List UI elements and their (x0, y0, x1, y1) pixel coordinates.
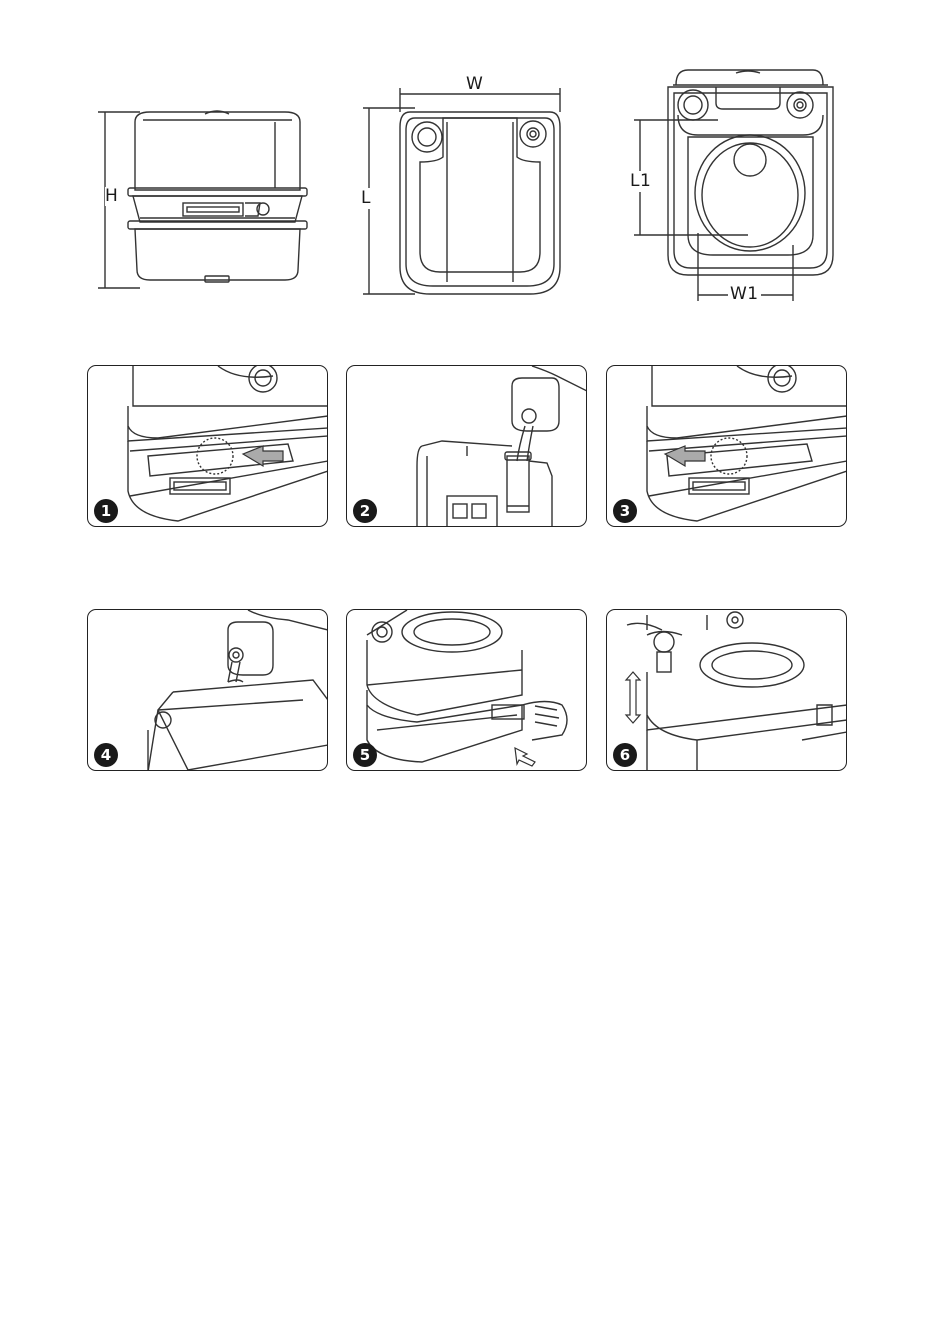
side-view-diagram: H (95, 100, 320, 310)
step-number-3: 3 (613, 499, 637, 523)
step-3-illustration (607, 366, 847, 527)
bottom-view-drawing (355, 72, 570, 302)
height-label: H (105, 187, 118, 206)
top-view-diagram: L1 W1 (628, 65, 868, 310)
top-view-drawing (628, 65, 868, 310)
side-view-drawing (95, 100, 320, 310)
inner-length-label: L1 (630, 171, 651, 192)
length-label: L (360, 188, 372, 209)
bottom-view-diagram: W L (355, 72, 570, 302)
step-2-illustration (347, 366, 587, 527)
pull-out-arrow (515, 748, 535, 766)
step-panel-2: 2 (346, 365, 587, 527)
width-label: W (466, 76, 483, 93)
step-panel-3: 3 (606, 365, 847, 527)
step-number-5: 5 (353, 743, 377, 767)
step-number-4: 4 (94, 743, 118, 767)
step-1-illustration (88, 366, 328, 527)
step-5-illustration (347, 610, 587, 771)
step-number-1: 1 (94, 499, 118, 523)
step-6-illustration (607, 610, 847, 771)
step-panel-6: 6 (606, 609, 847, 771)
step-panel-4: 4 (87, 609, 328, 771)
step-panel-5: 5 (346, 609, 587, 771)
step-panel-1: 1 (87, 365, 328, 527)
up-down-arrow (626, 672, 640, 723)
step-4-illustration (88, 610, 328, 771)
step-number-2: 2 (353, 499, 377, 523)
inner-width-label: W1 (728, 286, 761, 303)
step-number-6: 6 (613, 743, 637, 767)
